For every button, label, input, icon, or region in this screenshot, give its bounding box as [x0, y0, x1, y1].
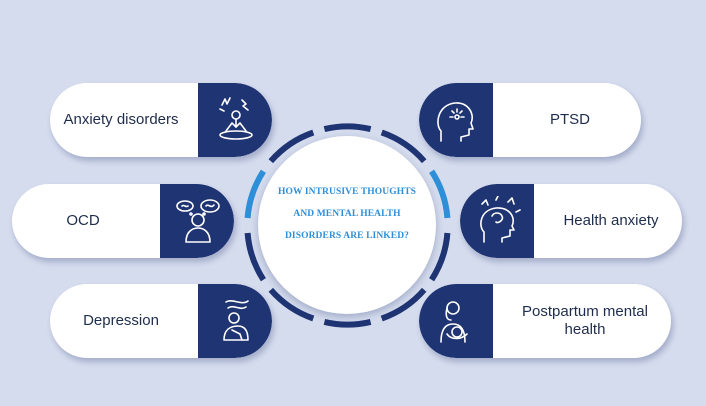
icon-cap — [419, 83, 493, 157]
ptsd-icon — [437, 102, 474, 142]
center-title: HOW INTRUSIVE THOUGHTS AND MENTAL HEALTH… — [263, 181, 431, 247]
item-ocd: OCD — [12, 184, 234, 258]
icon-cap — [419, 284, 493, 358]
ring-segment — [380, 129, 427, 164]
item-ptsd: PTSD — [419, 83, 641, 157]
item-label: Health anxiety — [563, 212, 659, 229]
item-label: Depression — [83, 312, 159, 329]
icon-cap — [198, 284, 272, 358]
ring-segment — [244, 232, 266, 282]
anxiety-icon — [219, 97, 253, 140]
item-label-line2: health — [564, 321, 606, 338]
ring-segment — [323, 318, 372, 328]
center-title-line3: DISORDERS ARE LINKED? — [284, 231, 410, 241]
ring-segment — [429, 232, 451, 282]
postpartum-icon — [440, 301, 468, 343]
ring-segment — [323, 123, 372, 133]
ring-segment — [268, 287, 315, 322]
icon-cap — [160, 184, 234, 258]
item-label: Anxiety disorders — [63, 111, 179, 128]
center-circle — [258, 136, 436, 314]
ring-segment — [429, 169, 451, 219]
icon-cap — [460, 184, 534, 258]
ring-segment — [244, 169, 266, 219]
item-anxiety-disorders: Anxiety disorders — [50, 83, 272, 157]
ocd-icon — [176, 199, 220, 243]
item-label: PTSD — [549, 111, 590, 128]
item-label: OCD — [66, 212, 100, 229]
item-depression: Depression — [50, 284, 272, 358]
item-health-anxiety: Health anxiety — [460, 184, 682, 258]
center-title-line1: HOW INTRUSIVE THOUGHTS — [277, 187, 417, 197]
ring-segment — [380, 287, 427, 322]
icon-cap — [198, 83, 272, 157]
depression-icon — [223, 300, 249, 341]
center-ring — [244, 123, 451, 328]
center-title-line2: AND MENTAL HEALTH — [293, 209, 401, 219]
health-anxiety-icon — [480, 196, 521, 243]
ring-segment — [268, 129, 315, 164]
item-label-line1: Postpartum mental — [522, 303, 648, 320]
